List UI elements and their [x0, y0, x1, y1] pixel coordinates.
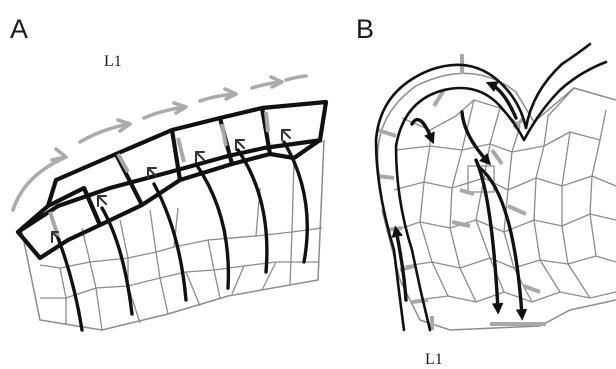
panel-b: B L1 [356, 14, 616, 368]
panel-b-lineage-paths [396, 84, 522, 316]
panel-a-layer-label: L1 [104, 53, 122, 70]
panel-a-letter: A [10, 14, 28, 44]
panel-a: A L1 [10, 14, 326, 330]
panel-a-surface-flow-arrows [13, 76, 306, 210]
panel-b-layer-label: L1 [425, 351, 443, 368]
panel-b-letter: B [356, 14, 374, 44]
panel-b-outer-boundary [376, 44, 606, 330]
panel-a-l1-cells [18, 102, 326, 258]
